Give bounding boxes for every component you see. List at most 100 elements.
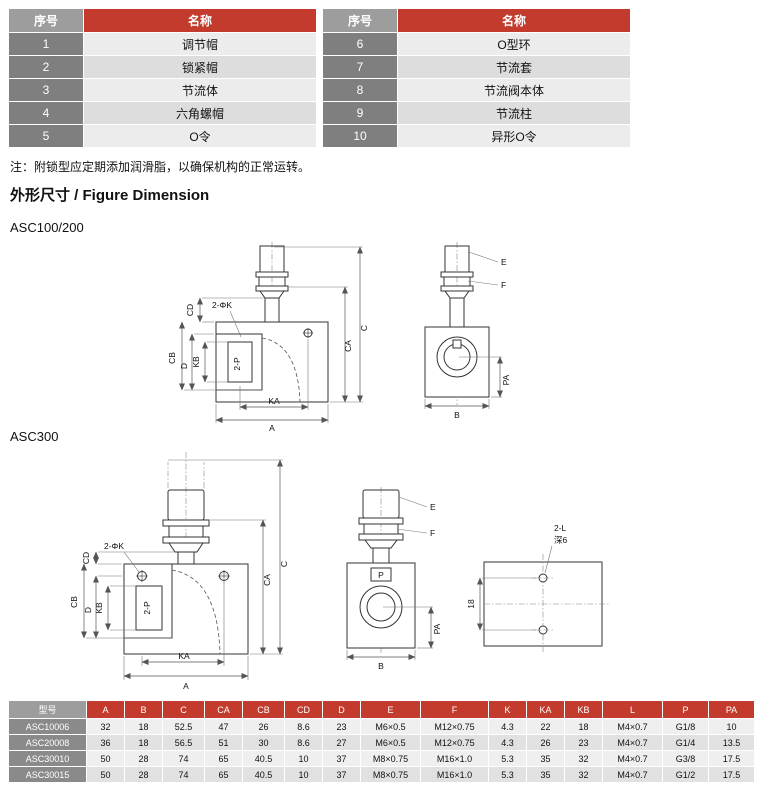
table-row: 4 六角螺帽 [8, 101, 317, 125]
spec-row: ASC20008 36 18 56.5 51 30 8.6 27 M6×0.5 … [8, 734, 755, 751]
dim-label-d: D [179, 363, 189, 369]
spec-cell: M16×1.0 [420, 750, 489, 767]
dimensions: E F B PA [424, 251, 511, 420]
valve-body [424, 326, 490, 398]
part-name: 六角螺帽 [83, 101, 317, 125]
dim-label-cb: CB [69, 596, 79, 608]
parts-table-right: 序号 名称 6 O型环 7 节流套 8 节流阀本体 9 节流柱 10 异形O令 [322, 8, 631, 148]
valve-body [483, 554, 610, 652]
parts-tables: 序号 名称 1 调节帽 2 锁紧帽 3 节流体 4 六角螺帽 5 O令 序号 名… [8, 8, 631, 148]
part-name: 锁紧帽 [83, 55, 317, 79]
spec-cell: 8.6 [284, 718, 323, 735]
note-text: 注：附锁型应定期添加润滑脂，以确保机构的正常运转。 [10, 160, 311, 174]
spec-col: KA [526, 700, 565, 719]
spec-cell: 51 [204, 734, 243, 751]
spec-cell: 37 [322, 750, 361, 767]
spec-cell: 4.3 [488, 718, 527, 735]
spec-cell: M4×0.7 [602, 750, 663, 767]
part-no: 8 [322, 78, 398, 102]
dim-label-depth: 深6 [554, 535, 568, 545]
col-header-name: 名称 [397, 8, 631, 33]
part-no: 2 [8, 55, 84, 79]
spec-cell: M4×0.7 [602, 734, 663, 751]
dim-label-2l: 2-L [554, 523, 567, 533]
dim-label-e: E [501, 257, 507, 267]
spec-cell: 56.5 [162, 734, 205, 751]
spec-cell: 10 [284, 766, 323, 783]
spec-cell: 50 [86, 766, 125, 783]
spec-row: ASC30010 50 28 74 65 40.5 10 37 M8×0.75 … [8, 750, 755, 767]
spec-col: CD [284, 700, 323, 719]
spec-cell: 30 [242, 734, 285, 751]
dim-label-cd: CD [81, 552, 91, 564]
spec-cell: 5.3 [488, 750, 527, 767]
valve-body: P [346, 562, 416, 649]
spec-cell: 37 [322, 766, 361, 783]
dim-label-d: D [83, 607, 93, 613]
spec-cell: 47 [204, 718, 243, 735]
adjust-knob [162, 489, 210, 565]
spec-cell: 10 [284, 750, 323, 767]
spec-cell: 28 [124, 750, 163, 767]
part-no: 3 [8, 78, 84, 102]
table-row: 3 节流体 [8, 78, 317, 102]
dimensions: 2-L 深6 18 [466, 523, 568, 631]
spec-cell: 50 [86, 750, 125, 767]
spec-cell: 23 [322, 718, 361, 735]
spec-table: 型号 A B C CA CB CD D E F K KA KB L P PA A… [8, 700, 755, 783]
spec-cell: 5.3 [488, 766, 527, 783]
part-no: 9 [322, 101, 398, 125]
table-header-row: 序号 名称 [322, 8, 631, 33]
dimensions: C CA CD 2-ΦK CB D KB 2-P KA A [69, 459, 289, 691]
spec-cell: 26 [242, 718, 285, 735]
spec-col: B [124, 700, 163, 719]
dim-label-p: P [378, 570, 384, 580]
table-header-row: 序号 名称 [8, 8, 317, 33]
dim-label-cb: CB [167, 352, 177, 364]
table-row: 6 O型环 [322, 32, 631, 56]
spec-cell: M8×0.75 [360, 750, 421, 767]
spec-cell: 22 [526, 718, 565, 735]
drawing-label-asc100-200: ASC100/200 [10, 220, 84, 235]
spec-cell: 10 [708, 718, 755, 735]
spec-cell: 17.5 [708, 766, 755, 783]
dimensions: E F B PA [346, 496, 442, 671]
part-name: O令 [83, 124, 317, 148]
spec-model: ASC30010 [8, 750, 87, 767]
dim-label-a: A [183, 681, 189, 691]
dim-label-2phik: 2-ΦK [212, 300, 232, 310]
spec-cell: 32 [564, 766, 603, 783]
dim-label-cd: CD [185, 304, 195, 316]
dim-label-ka: KA [178, 651, 190, 661]
part-no: 4 [8, 101, 84, 125]
spec-cell: 74 [162, 766, 205, 783]
spec-cell: 65 [204, 750, 243, 767]
col-header-name: 名称 [83, 8, 317, 33]
adjust-knob [440, 245, 474, 328]
spec-col: L [602, 700, 663, 719]
spec-cell: 18 [564, 718, 603, 735]
spec-cell: 8.6 [284, 734, 323, 751]
asc100-side-drawing: C CA CD 2-ΦK CB D KB 2-P KA A [167, 242, 369, 433]
spec-col: A [86, 700, 125, 719]
spec-cell: M12×0.75 [420, 718, 489, 735]
dim-label-kb: KB [94, 602, 104, 614]
col-header-no: 序号 [8, 8, 84, 33]
spec-cell: G1/2 [662, 766, 709, 783]
part-no: 5 [8, 124, 84, 148]
spec-cell: 35 [526, 750, 565, 767]
dim-label-c: C [359, 325, 369, 331]
part-name: 节流柱 [397, 101, 631, 125]
dim-label-ca: CA [343, 340, 353, 352]
spec-cell: 65 [204, 766, 243, 783]
dim-label-b: B [454, 410, 460, 420]
spec-cell: M4×0.7 [602, 718, 663, 735]
table-row: 7 节流套 [322, 55, 631, 79]
spec-cell: 28 [124, 766, 163, 783]
dim-label-e: E [430, 502, 436, 512]
section-title: 外形尺寸 / Figure Dimension [10, 187, 210, 204]
spec-cell: M12×0.75 [420, 734, 489, 751]
asc300-front-drawing: P E F B PA [346, 487, 442, 671]
dim-label-2p: 2-P [142, 601, 152, 615]
table-row: 2 锁紧帽 [8, 55, 317, 79]
